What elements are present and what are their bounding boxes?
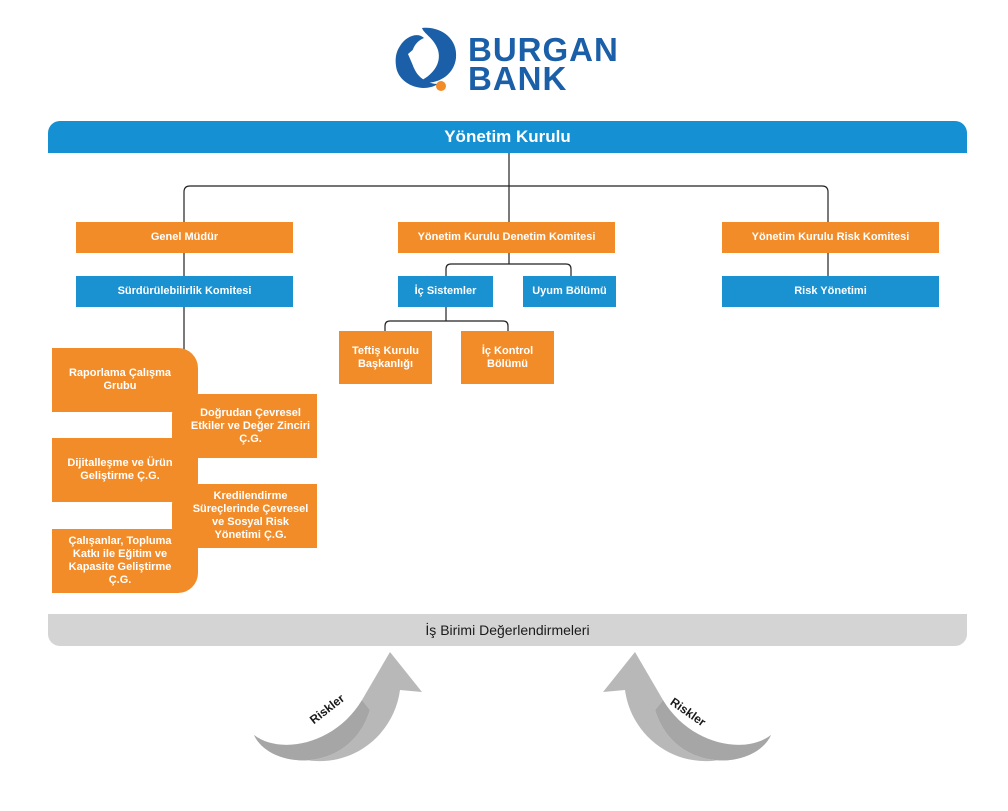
compliance-box: Uyum Bölümü	[523, 276, 616, 307]
working-group-digital: Dijitalleşme ve Ürün Geliştirme Ç.G.	[52, 438, 198, 502]
right-curved-arrow-icon	[603, 652, 771, 762]
working-group-employees: Çalışanlar, Topluma Katkı ile Eğitim ve …	[52, 529, 198, 593]
risk-committee-box: Yönetim Kurulu Risk Komitesi	[722, 222, 939, 253]
audit-committee-box: Yönetim Kurulu Denetim Komitesi	[398, 222, 615, 253]
business-unit-evaluations-bar: İş Birimi Değerlendirmeleri	[48, 614, 967, 646]
burgan-swirl-icon	[395, 27, 457, 91]
sustainability-committee-box: Sürdürülebilirlik Komitesi	[76, 276, 293, 307]
working-group-reporting: Raporlama Çalışma Grubu	[52, 348, 198, 412]
logo-line1: BURGAN	[468, 31, 619, 68]
internal-systems-box: İç Sistemler	[398, 276, 493, 307]
logo-line2: BANK	[468, 60, 568, 97]
inspection-board-box: Teftiş Kurulu Başkanlığı	[339, 331, 432, 384]
working-group-credit-risk: Kredilendirme Süreçlerinde Çevresel ve S…	[172, 484, 317, 548]
left-curved-arrow-icon	[254, 652, 422, 762]
board-header: Yönetim Kurulu	[48, 121, 967, 153]
internal-control-box: İç Kontrol Bölümü	[461, 331, 554, 384]
risk-management-box: Risk Yönetimi	[722, 276, 939, 307]
general-manager-box: Genel Müdür	[76, 222, 293, 253]
working-group-environmental: Doğrudan Çevresel Etkiler ve Değer Zinci…	[172, 394, 317, 458]
